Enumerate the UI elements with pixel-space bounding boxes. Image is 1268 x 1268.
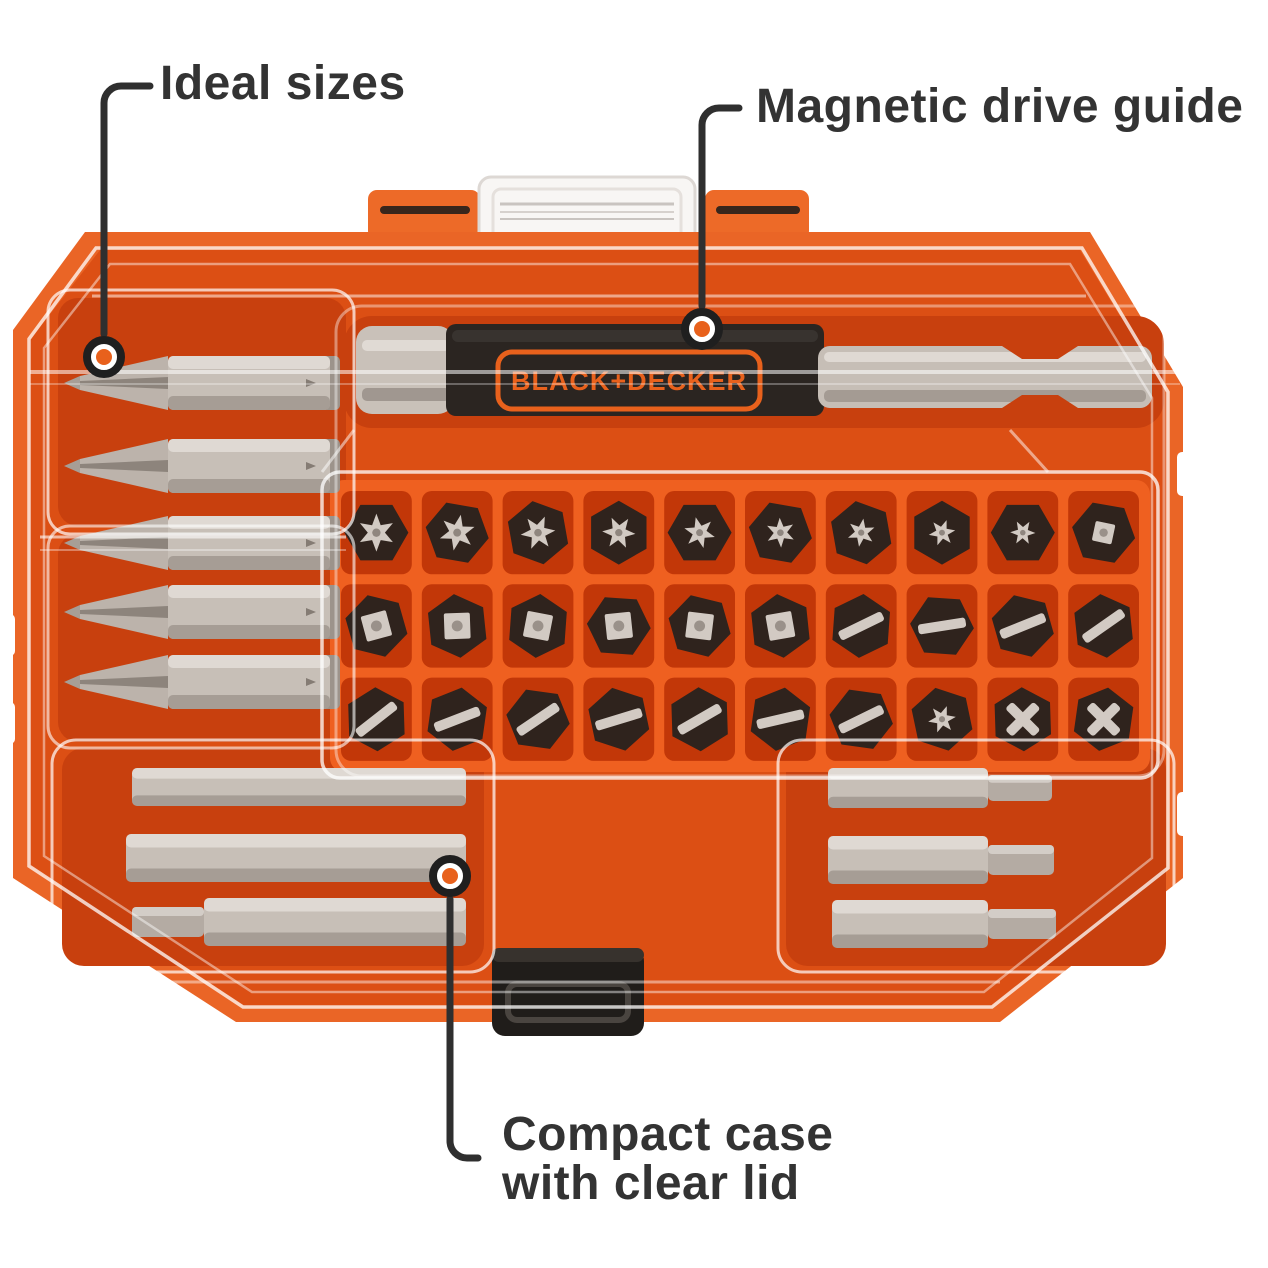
bottom-latch-clip [492, 948, 644, 1036]
hex-bits-bottom-right [828, 768, 1056, 948]
marker-ideal-sizes [83, 336, 125, 378]
label-magnetic-drive-guide: Magnetic drive guide [756, 80, 1244, 133]
callout-markers [83, 308, 723, 897]
brand-logo-plate [495, 349, 763, 412]
label-ideal-sizes: Ideal sizes [160, 57, 406, 110]
left-edge-notch-1 [0, 614, 15, 656]
left-edge-notch-2 [0, 702, 15, 744]
right-edge-notch-2 [1177, 792, 1193, 836]
bit-case: BLACK+DECKER [0, 175, 1193, 1036]
right-edge-notch-1 [1177, 452, 1193, 496]
marker-compact-case [429, 855, 471, 897]
label-compact-case: Compact case with clear lid [502, 1110, 833, 1208]
callouts [100, 82, 743, 1162]
marker-magnetic-drive-guide [681, 308, 723, 350]
hinge-right [705, 190, 809, 240]
callout-line-compact-case [446, 895, 482, 1162]
callout-line-ideal-sizes [100, 82, 154, 338]
label-compact-case-line2: with clear lid [502, 1157, 800, 1210]
hex-bits-bottom-left [126, 768, 466, 946]
hinge-left [368, 190, 480, 240]
label-compact-case-line1: Compact case [502, 1108, 834, 1161]
clear-lid [27, 246, 1176, 1009]
callout-line-magnetic-drive-guide [698, 104, 743, 310]
magnetic-drive-guide: BLACK+DECKER [30, 324, 1180, 416]
drive-guide-shank [30, 346, 1180, 408]
